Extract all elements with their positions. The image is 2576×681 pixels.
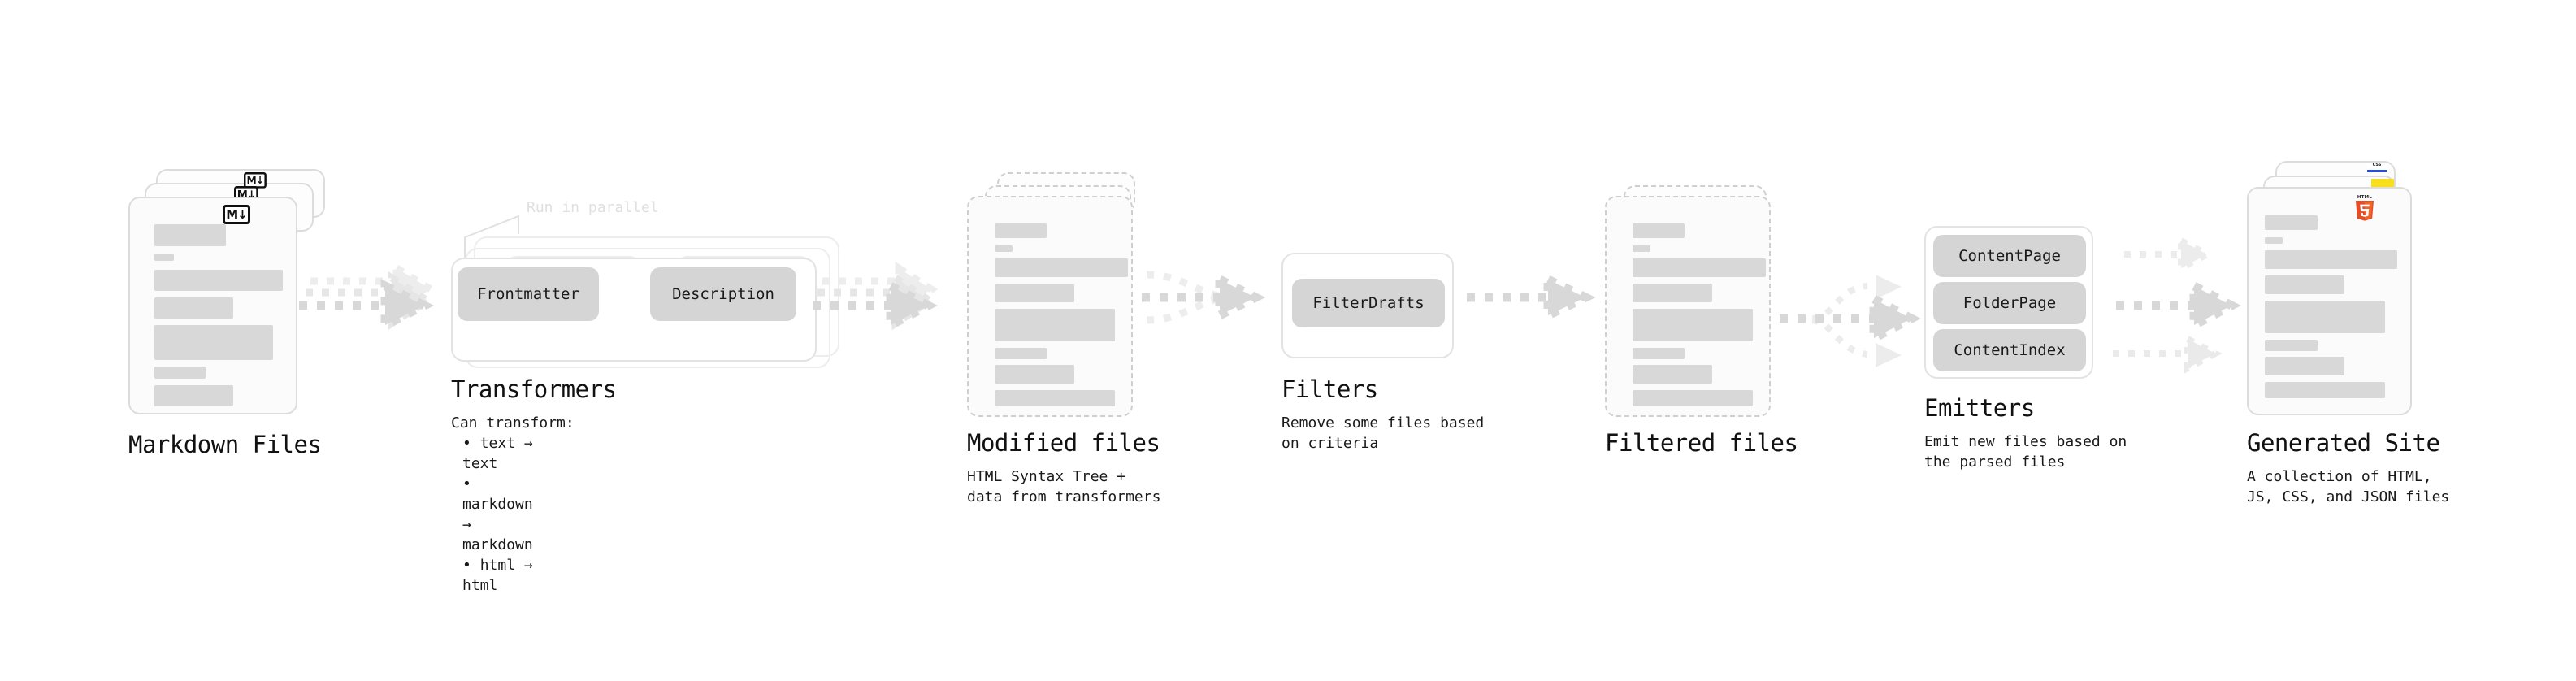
skeleton-bar <box>1633 390 1753 406</box>
skeleton-bar <box>995 365 1074 384</box>
skeleton-bar <box>154 385 233 406</box>
skeleton-bar <box>154 413 273 414</box>
skeleton-bar <box>2265 382 2385 398</box>
skeleton-bar <box>1633 223 1685 238</box>
list-item: markdown → markdown <box>462 474 533 555</box>
transformer-pill-description[interactable]: Description <box>650 267 796 321</box>
stage-title: Generated Site <box>2247 429 2440 457</box>
stage-title: Emitters <box>1924 394 2035 422</box>
skeleton-bar <box>1633 245 1650 252</box>
skeleton-bar <box>2265 340 2318 351</box>
skeleton-bar <box>2265 301 2385 333</box>
arrow-filtered-to-emitters <box>1780 275 1921 367</box>
arrow-transformers-to-modified <box>813 261 939 333</box>
arrow-filters-to-filtered <box>1467 272 1596 323</box>
skeleton-bar <box>2265 237 2283 244</box>
css-icon: CSS <box>2367 163 2387 172</box>
site-card-front-html <box>2247 187 2412 415</box>
skeleton-bar <box>995 223 1047 238</box>
skeleton-bar <box>2265 215 2318 230</box>
stage-subtitle: Remove some files based on criteria <box>1281 414 1485 452</box>
skeleton-bar <box>1633 348 1685 359</box>
modified-card-front <box>967 196 1133 417</box>
stage-title: Modified files <box>967 429 1160 457</box>
stage-subtitle: HTML Syntax Tree + data from transformer… <box>967 468 1161 505</box>
transform-list: text → text markdown → markdown html → h… <box>451 433 533 596</box>
html5-icon: HTML <box>2356 195 2374 221</box>
stage-title: Filtered files <box>1605 429 1798 457</box>
skeleton-bar <box>154 325 273 360</box>
arrow-modified-to-filters <box>1142 271 1266 324</box>
arrow-emitters-to-site <box>2113 235 2241 374</box>
skeleton-bar <box>2265 250 2397 269</box>
skeleton-bar <box>1633 284 1712 302</box>
skeleton-bar <box>995 348 1047 359</box>
parallel-label: Run in parallel <box>527 199 659 216</box>
skeleton-bar <box>1633 258 1766 277</box>
list-item: text → text <box>462 433 533 474</box>
stage-title: Markdown Files <box>128 431 322 458</box>
markdown-card-front <box>128 197 297 414</box>
skeleton-bar <box>995 284 1074 302</box>
filtered-card-front <box>1605 196 1771 417</box>
skeleton-bar <box>995 258 1128 277</box>
skeleton-bar <box>154 297 233 319</box>
emitter-pill-contentpage[interactable]: ContentPage <box>1933 235 2086 277</box>
skeleton-bar <box>995 309 1115 341</box>
skeleton-bar <box>1633 309 1753 341</box>
stage-subtitle: A collection of HTML, JS, CSS, and JSON … <box>2247 468 2450 505</box>
skeleton-bar <box>154 270 283 291</box>
stage-subtitle: Emit new files based on the parsed files <box>1924 433 2127 471</box>
skeleton-bar <box>154 254 174 261</box>
emitter-pill-contentindex[interactable]: ContentIndex <box>1933 329 2086 371</box>
skeleton-bar <box>995 390 1115 406</box>
filter-pill-filterdrafts[interactable]: FilterDrafts <box>1292 279 1445 327</box>
stage-title: Transformers <box>451 375 617 403</box>
skeleton-bar <box>2265 357 2344 375</box>
stage-subtitle: Can transform: <box>451 414 575 432</box>
transformer-pill-frontmatter[interactable]: Frontmatter <box>458 267 599 321</box>
skeleton-bar <box>995 245 1013 252</box>
emitter-pill-folderpage[interactable]: FolderPage <box>1933 282 2086 324</box>
arrow-markdown-to-transformers <box>299 261 438 332</box>
skeleton-bar <box>1633 365 1712 384</box>
list-item: html → html <box>462 555 533 596</box>
stage-title: Filters <box>1281 375 1378 403</box>
svg-text:HTML: HTML <box>2357 195 2372 200</box>
skeleton-bar <box>2265 275 2344 294</box>
markdown-icon: M↓ <box>223 205 250 224</box>
skeleton-bar <box>154 224 226 246</box>
skeleton-bar <box>154 367 206 379</box>
